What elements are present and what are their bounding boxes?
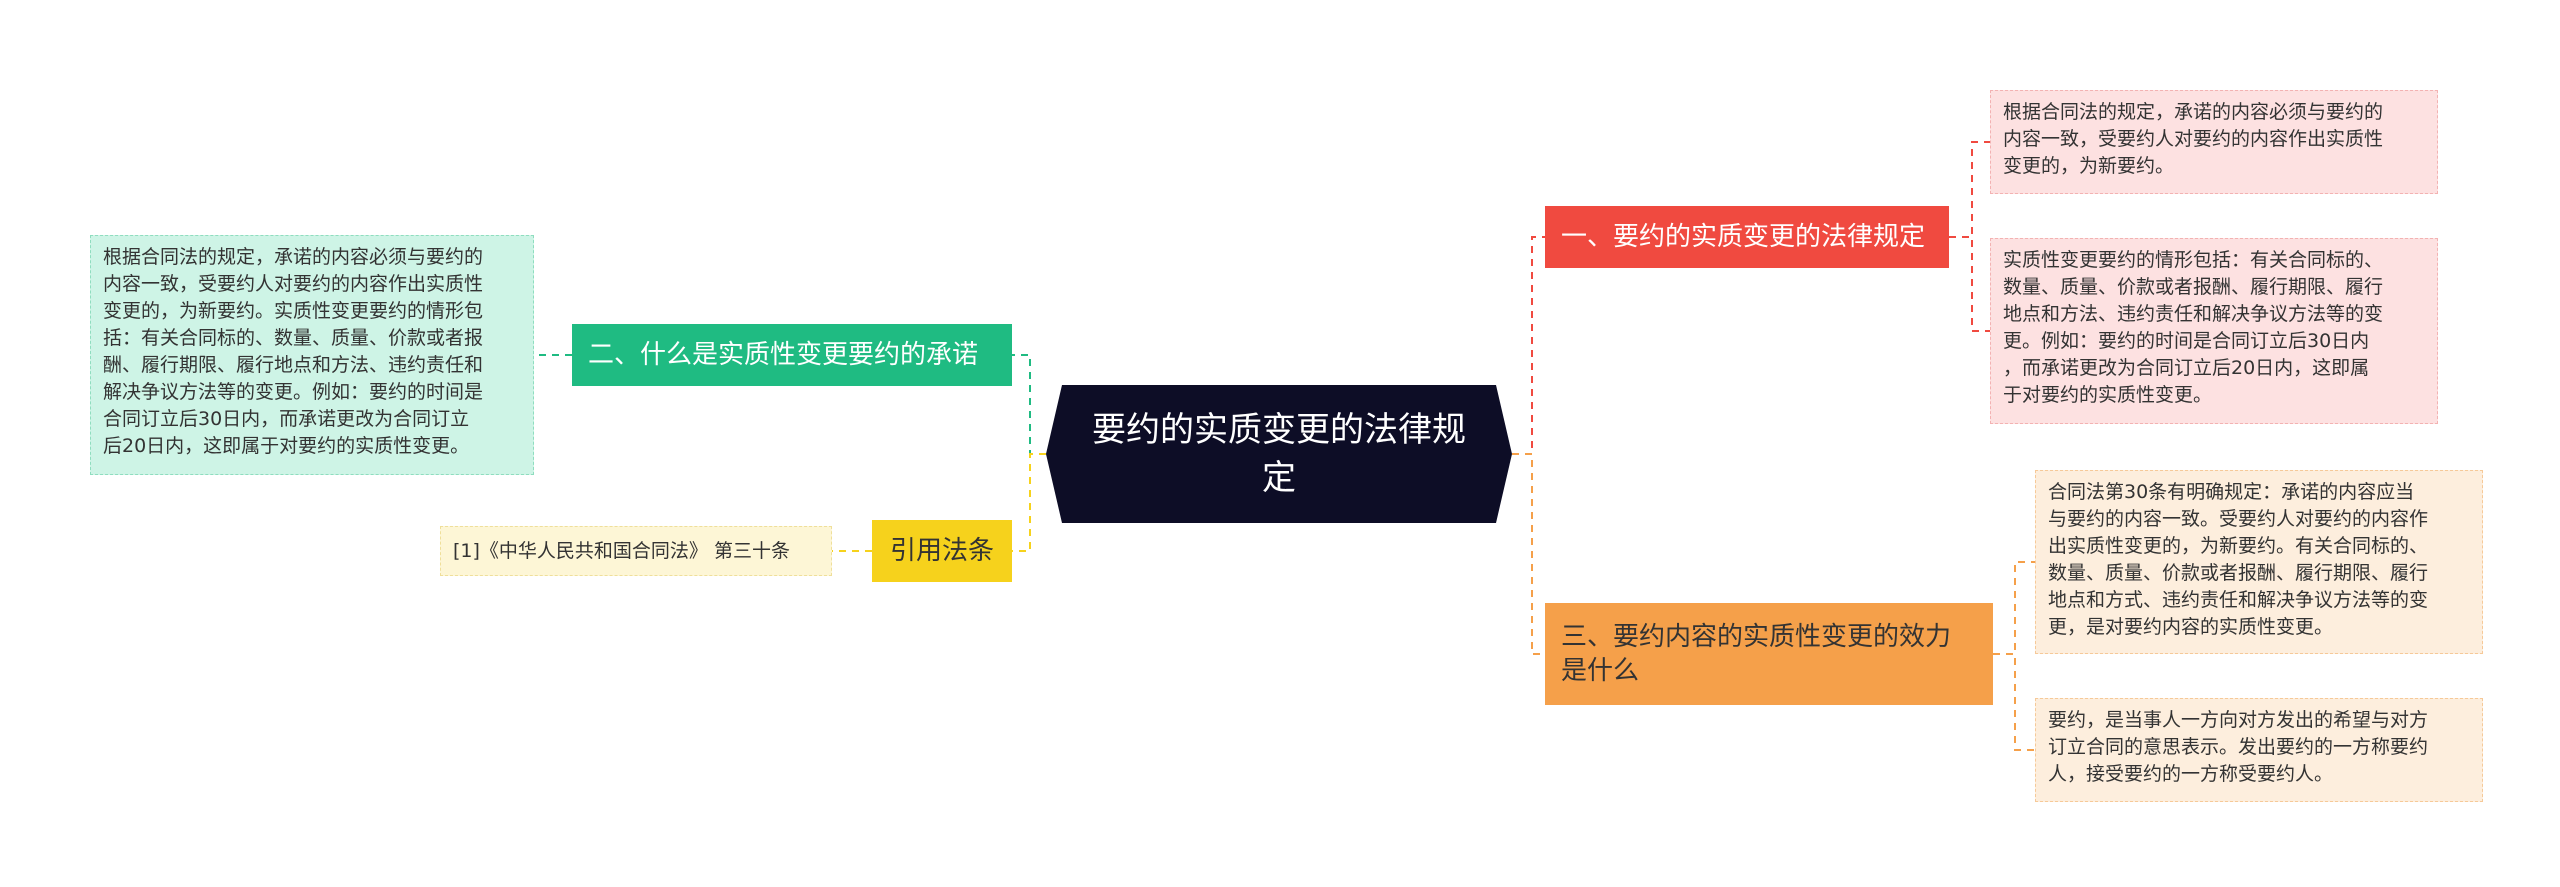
link-root-branch-2 — [1012, 354, 1046, 455]
note-cited-article[interactable]: [1]《中华人民共和国合同法》 第三十条 — [440, 526, 832, 576]
branch-topic-what-is-material-acceptance[interactable]: 二、什么是实质性变更要约的承诺 — [572, 324, 1012, 386]
note-material-change-cases[interactable]: 实质性变更要约的情形包括：有关合同标的、 数量、质量、价款或者报酬、履行期限、履… — [1990, 238, 2438, 424]
link-branch-1-note-2 — [1949, 236, 1990, 332]
root-topic[interactable]: 要约的实质变更的法律规 定 — [1046, 385, 1512, 523]
branch-topic-cited-law[interactable]: 引用法条 — [872, 520, 1012, 582]
link-root-branch-1 — [1512, 236, 1545, 455]
note-new-offer-rule[interactable]: 根据合同法的规定，承诺的内容必须与要约的 内容一致，受要约人对要约的内容作出实质… — [1990, 90, 2438, 194]
link-root-branch-3 — [1512, 453, 1545, 655]
note-article-30[interactable]: 合同法第30条有明确规定：承诺的内容应当 与要约的内容一致。受要约人对要约的内容… — [2035, 470, 2483, 654]
link-branch-3-note-2 — [1993, 653, 2035, 751]
link-branch-1-note-1 — [1949, 141, 1990, 238]
note-offer-definition[interactable]: 要约，是当事人一方向对方发出的希望与对方 订立合同的意思表示。发出要约的一方称要… — [2035, 698, 2483, 802]
link-branch-3-note-1 — [1993, 561, 2035, 655]
note-material-acceptance-explained[interactable]: 根据合同法的规定，承诺的内容必须与要约的 内容一致，受要约人对要约的内容作出实质… — [90, 235, 534, 475]
branch-topic-effect-of-material-change[interactable]: 三、要约内容的实质性变更的效力 是什么 — [1545, 603, 1993, 705]
link-root-branch-4 — [1012, 453, 1046, 552]
branch-topic-legal-provisions[interactable]: 一、要约的实质变更的法律规定 — [1545, 206, 1949, 268]
